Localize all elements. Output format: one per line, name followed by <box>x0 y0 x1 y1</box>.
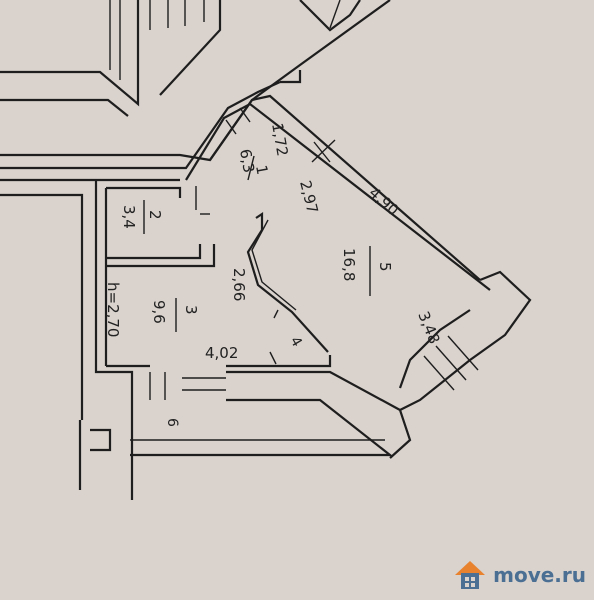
room-5-area: 16,8 <box>340 248 358 281</box>
house-logo-icon <box>455 561 486 589</box>
room-1-label: 1,72 1 6,3 <box>236 122 292 181</box>
watermark-text: move.ru <box>493 563 586 587</box>
room-5-dimension-a: 4,90 <box>365 184 402 220</box>
room-1-dimension: 1,72 <box>268 122 292 158</box>
room-3-height: h=2,70 <box>104 282 122 337</box>
staircase-top <box>0 0 361 117</box>
room-3-area: 9,6 <box>150 300 168 324</box>
room-2-area: 3,4 <box>120 205 138 229</box>
hall-dimension: 2,66 <box>230 268 248 301</box>
stair-dimension: 6 <box>164 418 180 427</box>
small-dimension: 4 <box>287 334 305 350</box>
watermark: move.ru <box>453 558 586 592</box>
room-2-label: 2 3,4 <box>120 200 164 234</box>
room-3-number: 3 <box>182 305 200 315</box>
room-1-area: 6,3 <box>236 148 258 175</box>
room-5-label: 4,90 5 16,8 3,48 <box>340 184 443 347</box>
room-2-number: 2 <box>146 210 164 220</box>
apartment-outline <box>104 94 532 459</box>
room-3-dimension: 4,02 <box>205 344 238 362</box>
building-walls <box>0 0 391 500</box>
room-1-number: 1 <box>252 164 271 177</box>
room-5-dimension-b: 3,48 <box>414 309 443 347</box>
room-5-number: 5 <box>376 262 394 272</box>
corridor-dimension: 2,97 <box>296 179 322 216</box>
room-3-label: h=2,70 3 9,6 4,02 <box>104 282 238 362</box>
